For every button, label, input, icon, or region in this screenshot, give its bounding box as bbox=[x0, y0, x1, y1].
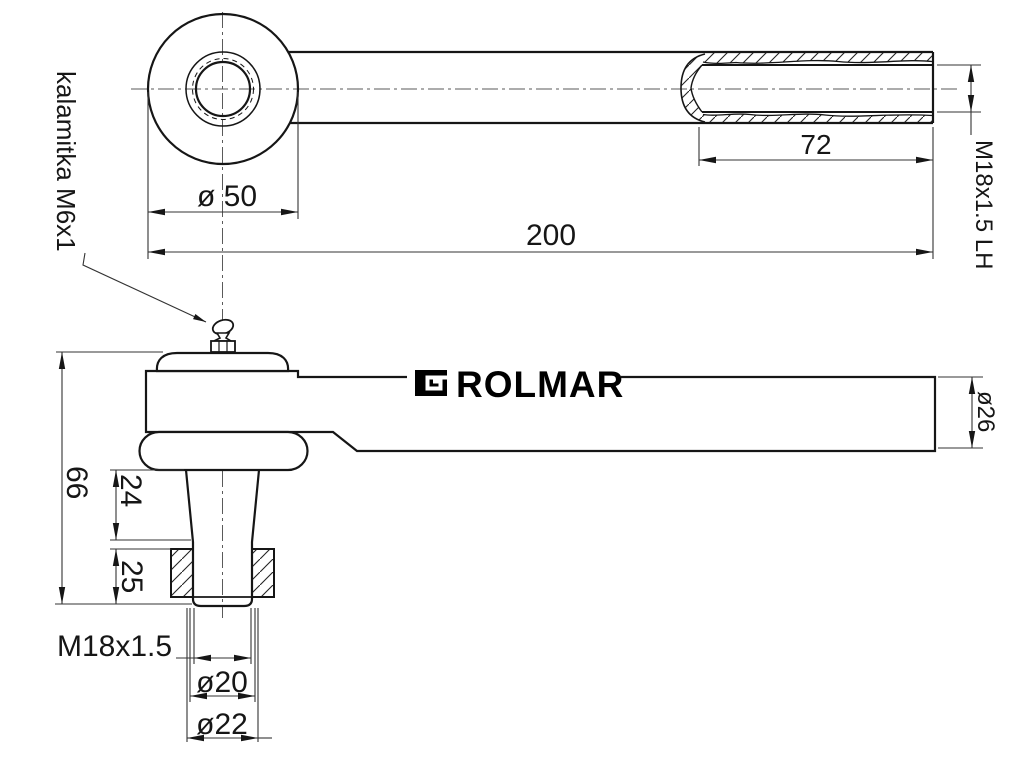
side-view-dimensions-bottom bbox=[176, 608, 272, 742]
nut-left-section bbox=[170, 548, 194, 598]
logo-mark-spiral bbox=[425, 375, 448, 391]
dim-total-length: 200 bbox=[526, 219, 576, 252]
thread-band-top bbox=[703, 53, 932, 64]
housing-dome bbox=[155, 351, 290, 373]
ring-outer-circle bbox=[146, 12, 300, 166]
dim-stud-diameter-small: ø20 bbox=[196, 666, 248, 699]
nut-right-section bbox=[251, 548, 275, 598]
thread-runout-hatch bbox=[681, 54, 705, 122]
grease-leader-line bbox=[82, 252, 207, 323]
thread-runout-inner bbox=[690, 64, 703, 113]
dim-stud-thread-spec: M18x1.5 bbox=[57, 630, 172, 663]
dim-overall-height: 66 bbox=[60, 466, 93, 499]
dim-taper-length: 24 bbox=[114, 474, 147, 507]
top-view-dimensions bbox=[147, 64, 981, 259]
side-view-dimensions-left bbox=[55, 351, 192, 605]
dim-ring-diameter: ø 50 bbox=[197, 180, 257, 213]
dim-thread-length: 72 bbox=[800, 129, 831, 160]
thread-crest-bottom bbox=[702, 113, 933, 117]
grease-nipple-hex bbox=[210, 340, 236, 353]
ring-bore-circle bbox=[185, 51, 261, 127]
brand-name: ROLMAR bbox=[456, 364, 624, 405]
ball-stud-outline bbox=[184, 469, 261, 608]
centerlines bbox=[131, 12, 958, 618]
grease-fitting-label: kalamitka M6x1 bbox=[51, 71, 81, 252]
dim-stud-diameter-large: ø22 bbox=[196, 708, 248, 741]
thread-runout-outer bbox=[680, 53, 706, 123]
side-view bbox=[138, 318, 937, 608]
ring-inner-circle bbox=[194, 60, 252, 118]
ring-thread-circle bbox=[192, 58, 254, 120]
brand-logo: ROLMAR bbox=[407, 364, 624, 405]
boot-collar bbox=[138, 430, 309, 472]
dim-thread-spec-lh: M18x1.5 LH bbox=[970, 140, 997, 269]
dim-nut-height: 25 bbox=[115, 560, 148, 593]
top-view bbox=[146, 12, 935, 166]
grease-fitting bbox=[210, 318, 236, 353]
thread-crest-top bbox=[702, 59, 933, 65]
side-view-dimensions-right bbox=[938, 376, 983, 449]
dim-rod-diameter: ø26 bbox=[972, 391, 999, 432]
